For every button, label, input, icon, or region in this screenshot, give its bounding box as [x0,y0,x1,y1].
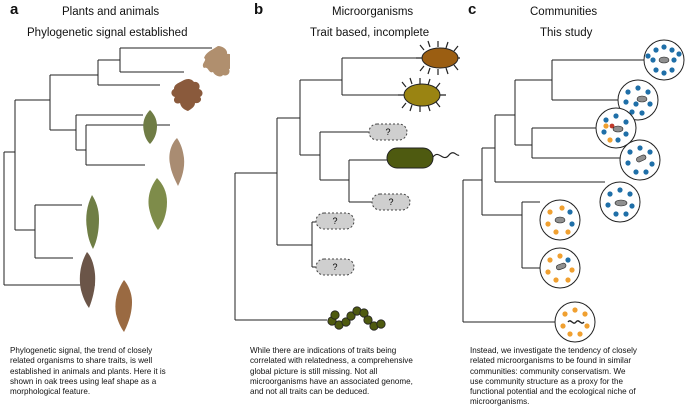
community-3 [595,107,637,149]
unknown-microbe-2: ? [371,193,411,211]
unknown-label: ? [385,127,390,137]
bacterium-flagellated-brown [416,40,460,75]
community-7 [539,247,581,289]
community-1 [643,39,685,81]
oak-phylogeny-figure [3,46,230,332]
leaf-serrated [143,110,157,144]
bacterium-flagellated-olive [398,77,446,112]
panel-caption: Phylogenetic signal, the trend of closel… [10,346,166,397]
panel-microorganisms: b Microorganisms Trait based, incomplete [232,0,460,409]
panel-caption: While there are indications of traits be… [250,346,413,397]
panel-communities: c Communities This study [460,0,685,409]
panel-subtitle: Phylogenetic signal established [27,27,188,39]
unknown-microbe-4: ? [315,258,355,276]
unknown-label: ? [332,216,337,226]
panel-title: Plants and animals [62,6,160,18]
leaf-green-narrow [86,195,99,249]
phylogenetic-tree [462,59,650,323]
panel-title: Microorganisms [332,6,414,18]
panel-plants-animals: a Plants and animals Phylogenetic signal… [0,0,230,409]
panel-subtitle: Trait based, incomplete [310,27,430,39]
leaf-lobed-1 [202,46,230,77]
panel-title: Communities [530,6,598,18]
panel-letter: c [468,1,477,18]
phylogenetic-tree [3,47,212,286]
community-circles [539,39,685,343]
microbe-phylogeny-figure: ? ? ? ? [234,40,460,331]
microbe-icons: ? ? ? ? [315,40,460,331]
community-phylogeny-figure [462,39,685,343]
panel-letter: b [254,1,264,18]
leaf-lobed-2 [171,78,203,111]
leaf-green-broad [148,178,167,230]
leaf-dark [79,252,96,308]
community-4 [619,139,661,181]
unknown-microbe-3: ? [315,212,355,230]
unknown-label: ? [388,197,393,207]
oak-leaves [79,46,230,332]
community-6 [539,199,581,241]
chain-of-cocci [327,306,386,331]
panel-subtitle: This study [540,27,593,39]
unknown-microbe-1: ? [368,123,408,141]
bacterium-rod-green [386,147,460,169]
community-8 [554,301,596,343]
leaf-brown-bottom [115,280,132,332]
community-5 [599,181,641,223]
leaf-pale [169,138,185,186]
panel-caption: Instead, we investigate the tendency of … [470,346,637,407]
community-2 [617,79,659,121]
phylogenetic-tree [234,57,422,321]
panel-letter: a [10,1,19,18]
unknown-label: ? [332,262,337,272]
